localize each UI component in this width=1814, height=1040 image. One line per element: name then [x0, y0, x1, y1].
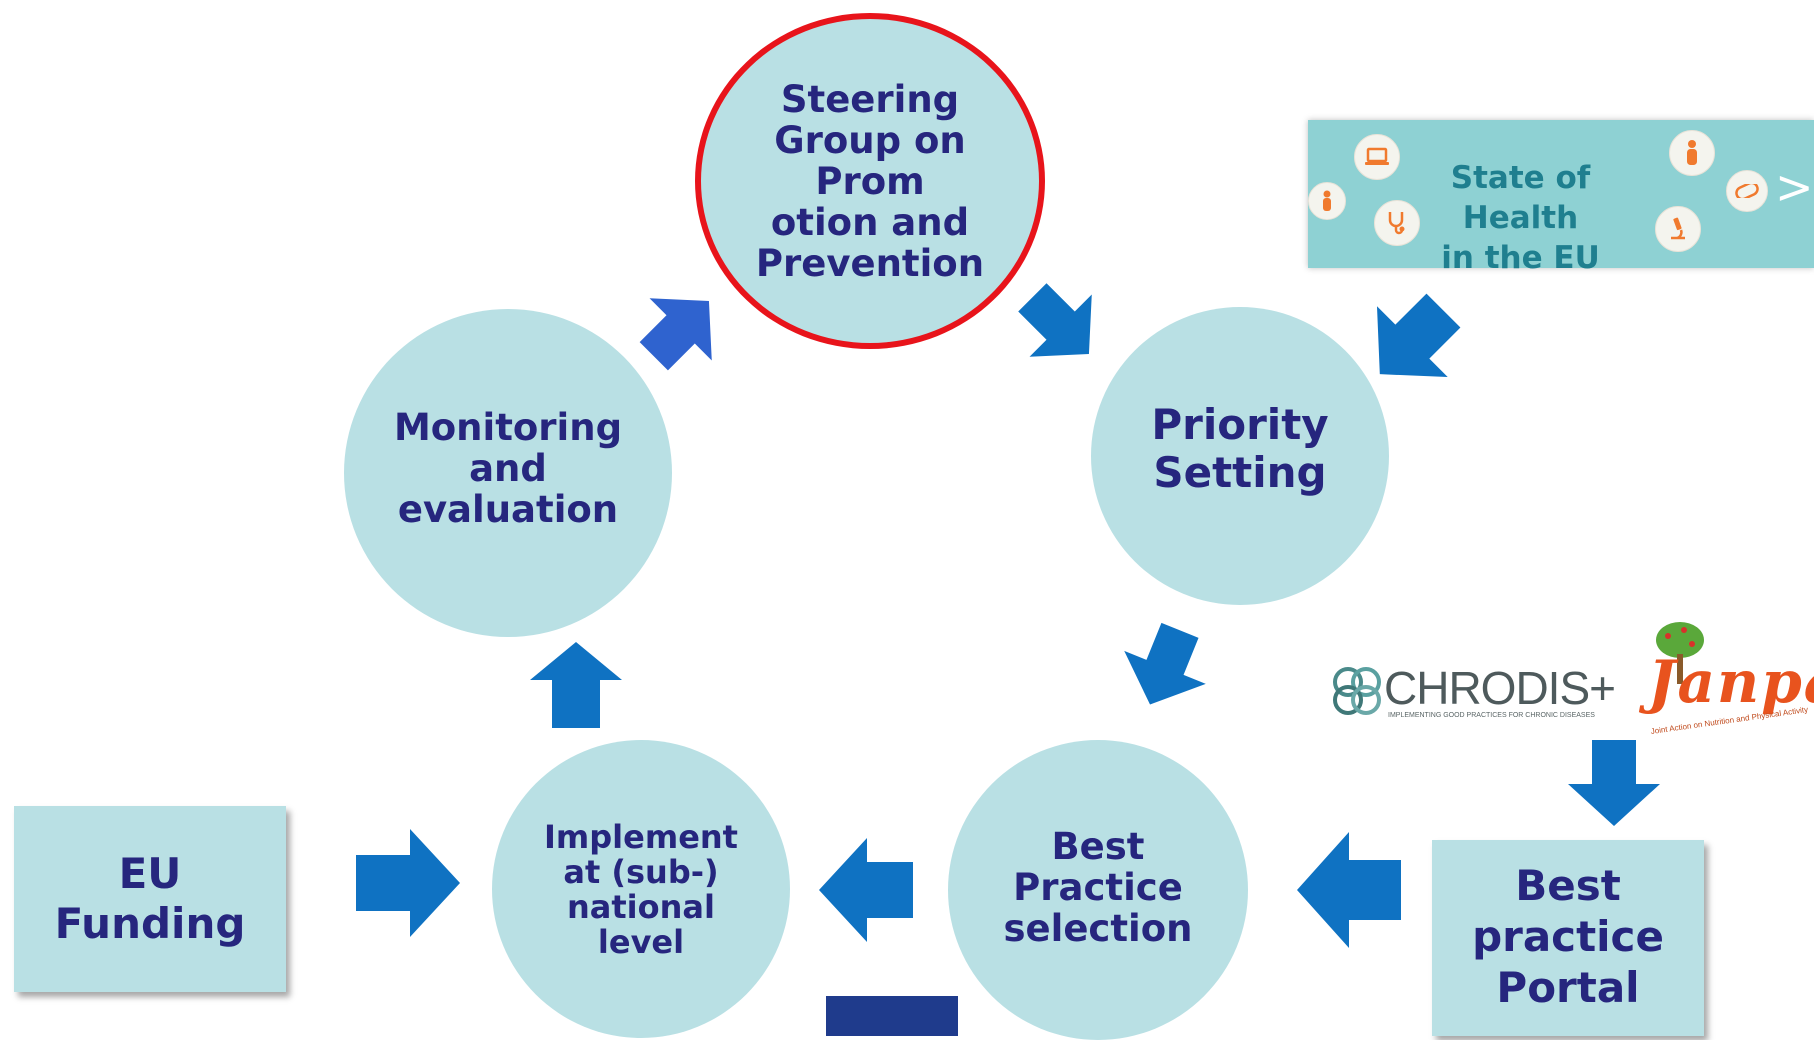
janpa-logo-text: Janpa — [1648, 648, 1814, 716]
node-priority-line: Priority — [1151, 400, 1329, 449]
node-best-practice-line: selection — [1003, 907, 1193, 950]
node-steering-group-label: Steering Group on Prom otion and Prevent… — [756, 79, 984, 284]
node-steering-line: otion and — [770, 200, 970, 244]
node-monitoring-line: and — [469, 446, 547, 490]
node-implement: Implement at (sub-) national level — [492, 740, 790, 1038]
node-best-practice-selection: Best Practice selection — [948, 740, 1248, 1040]
arrow-eu-funding-to-implement — [356, 829, 460, 937]
node-implement-line: Implement — [544, 818, 738, 856]
arrow-priority-to-best-practice — [1124, 622, 1206, 705]
node-steering-line: Prom — [815, 159, 925, 203]
chrodis-logo-text: CHRODIS+ — [1384, 662, 1616, 714]
arrow-steering-to-priority — [1018, 283, 1092, 357]
chrodis-logo: CHRODIS+ IMPLEMENTING GOOD PRACTICES FOR… — [1326, 660, 1616, 722]
microscope-icon — [1655, 206, 1701, 252]
state-of-health-banner[interactable]: State of Health in the EU > — [1308, 120, 1814, 276]
laptop-icon — [1354, 134, 1400, 180]
chrodis-rings-icon — [1333, 667, 1381, 715]
stethoscope-icon — [1374, 200, 1420, 246]
arrow-monitoring-to-steering — [639, 298, 712, 371]
person-icon — [1308, 182, 1346, 220]
node-best-practice-label: Best Practice selection — [1004, 826, 1193, 949]
state-of-health-line: State of Health — [1450, 160, 1591, 236]
node-implement-label: Implement at (sub-) national level — [544, 820, 738, 960]
navy-block — [826, 996, 958, 1036]
arrow-best-practice-to-implement — [819, 838, 913, 942]
node-steering-group: Steering Group on Prom otion and Prevent… — [695, 13, 1045, 349]
node-monitoring-line: evaluation — [397, 487, 619, 531]
node-steering-line: Steering — [780, 77, 960, 121]
chevron-right-icon[interactable]: > — [1775, 160, 1814, 214]
state-of-health-title: State of Health in the EU — [1413, 158, 1628, 278]
box-portal-line: Portal — [1496, 963, 1640, 1012]
janpa-letters: Janpa — [1648, 648, 1814, 716]
person-icon — [1669, 130, 1715, 176]
tree-icon — [1656, 622, 1704, 684]
pill-icon — [1726, 170, 1768, 212]
state-of-health-line: in the EU — [1441, 240, 1600, 276]
arrow-portal-to-best-practice — [1297, 832, 1401, 948]
box-portal-line: Best — [1515, 861, 1621, 910]
node-priority-line: Setting — [1153, 448, 1327, 497]
arrow-logos-to-portal — [1568, 740, 1660, 826]
node-monitoring-label: Monitoring and evaluation — [394, 407, 622, 530]
node-implement-line: level — [597, 923, 685, 961]
chrodis-logo-subtitle: IMPLEMENTING GOOD PRACTICES FOR CHRONIC … — [1388, 712, 1595, 719]
node-implement-line: national — [567, 888, 715, 926]
box-portal-line: practice — [1472, 912, 1664, 961]
box-portal-label: Best practice Portal — [1472, 860, 1664, 1013]
box-eu-funding-label: EU Funding — [55, 849, 246, 949]
node-best-practice-line: Practice — [1013, 866, 1183, 909]
janpa-logo: Janpa Joint Action on Nutrition and Phys… — [1636, 620, 1814, 746]
box-eu-funding-line: Funding — [54, 899, 246, 948]
box-eu-funding-line: EU — [118, 849, 182, 898]
node-priority-label: Priority Setting — [1151, 401, 1328, 497]
node-steering-line: Prevention — [755, 241, 985, 285]
node-monitoring-evaluation: Monitoring and evaluation — [344, 309, 672, 637]
box-best-practice-portal: Best practice Portal — [1432, 840, 1704, 1036]
node-steering-line: Group on — [774, 118, 966, 162]
node-implement-line: at (sub-) — [563, 853, 719, 891]
node-monitoring-line: Monitoring — [393, 405, 623, 449]
node-best-practice-line: Best — [1051, 825, 1145, 868]
arrow-implement-to-monitoring — [530, 642, 622, 728]
node-priority-setting: Priority Setting — [1091, 307, 1389, 605]
arrow-soh-to-priority — [1376, 293, 1461, 378]
box-eu-funding: EU Funding — [14, 806, 286, 992]
